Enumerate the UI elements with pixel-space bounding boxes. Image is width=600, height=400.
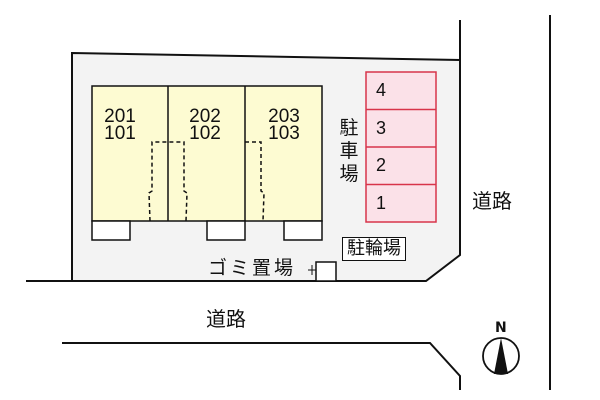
unit-upper: 201 (104, 106, 136, 127)
parking-space-3: 3 (376, 118, 387, 138)
garbage-area-label: ゴミ置場 (208, 257, 297, 279)
garbage-box (315, 261, 337, 282)
road-east-label: 道路 (472, 189, 512, 213)
unit-lower: 102 (189, 123, 221, 144)
road-edge-south (62, 342, 461, 390)
unit-202-102: 202 102 (180, 106, 230, 144)
unit-203-103: 203 103 (259, 106, 309, 144)
unit-lower: 101 (104, 123, 136, 144)
building (91, 85, 323, 222)
unit-upper: 202 (189, 106, 221, 127)
unit-upper: 203 (268, 106, 300, 127)
balconies (91, 220, 323, 241)
parking-label-char: 車 (339, 140, 359, 162)
parking-space-4: 4 (376, 80, 387, 100)
parking-area (365, 71, 437, 223)
parking-label-char: 場 (339, 163, 359, 185)
compass-north-label: N (495, 320, 507, 336)
parking-spaces: 4 3 2 1 (366, 72, 436, 222)
unit-lower: 103 (268, 123, 300, 144)
parking-space-2: 2 (376, 155, 387, 175)
parking-label: 駐 車 場 (338, 117, 360, 186)
parking-space-1: 1 (376, 193, 387, 213)
road-south-label: 道路 (206, 307, 246, 331)
unit-201-101: 201 101 (98, 106, 142, 144)
parking-label-char: 駐 (339, 117, 359, 139)
north-compass-icon (482, 337, 520, 375)
bicycle-parking-label: 駐輪場 (342, 237, 406, 261)
stair-outlines (148, 141, 265, 222)
